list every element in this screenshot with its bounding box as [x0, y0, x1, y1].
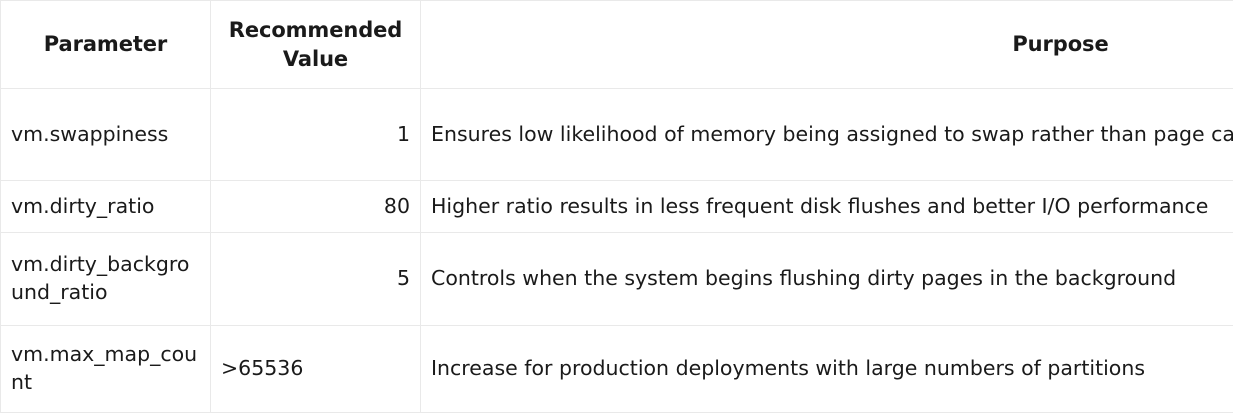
cell-parameter: vm.dirty_background_ratio [0, 232, 211, 326]
column-header-recommended-value: Recommended Value [210, 0, 421, 89]
cell-purpose: Ensures low likelihood of memory being a… [420, 88, 1233, 181]
table-header-row: Parameter Recommended Value Purpose [0, 0, 1233, 89]
table-row: vm.dirty_ratio 80 Higher ratio results i… [0, 180, 1233, 233]
column-header-purpose: Purpose [420, 0, 1233, 89]
cell-parameter: vm.max_map_count [0, 325, 211, 413]
cell-purpose: Increase for production deployments with… [420, 325, 1233, 413]
cell-purpose: Higher ratio results in less frequent di… [420, 180, 1233, 233]
cell-parameter: vm.dirty_ratio [0, 180, 211, 233]
cell-recommended-value: 5 [210, 232, 421, 326]
cell-recommended-value: 1 [210, 88, 421, 181]
table-row: vm.max_map_count >65536 Increase for pro… [0, 325, 1233, 413]
column-header-parameter: Parameter [0, 0, 211, 89]
cell-recommended-value: >65536 [210, 325, 421, 413]
table-body: vm.swappiness 1 Ensures low likelihood o… [0, 88, 1233, 413]
table-row: vm.dirty_background_ratio 5 Controls whe… [0, 232, 1233, 326]
table-row: vm.swappiness 1 Ensures low likelihood o… [0, 88, 1233, 181]
table-header: Parameter Recommended Value Purpose [0, 0, 1233, 89]
cell-purpose: Controls when the system begins flushing… [420, 232, 1233, 326]
cell-recommended-value: 80 [210, 180, 421, 233]
cell-parameter: vm.swappiness [0, 88, 211, 181]
